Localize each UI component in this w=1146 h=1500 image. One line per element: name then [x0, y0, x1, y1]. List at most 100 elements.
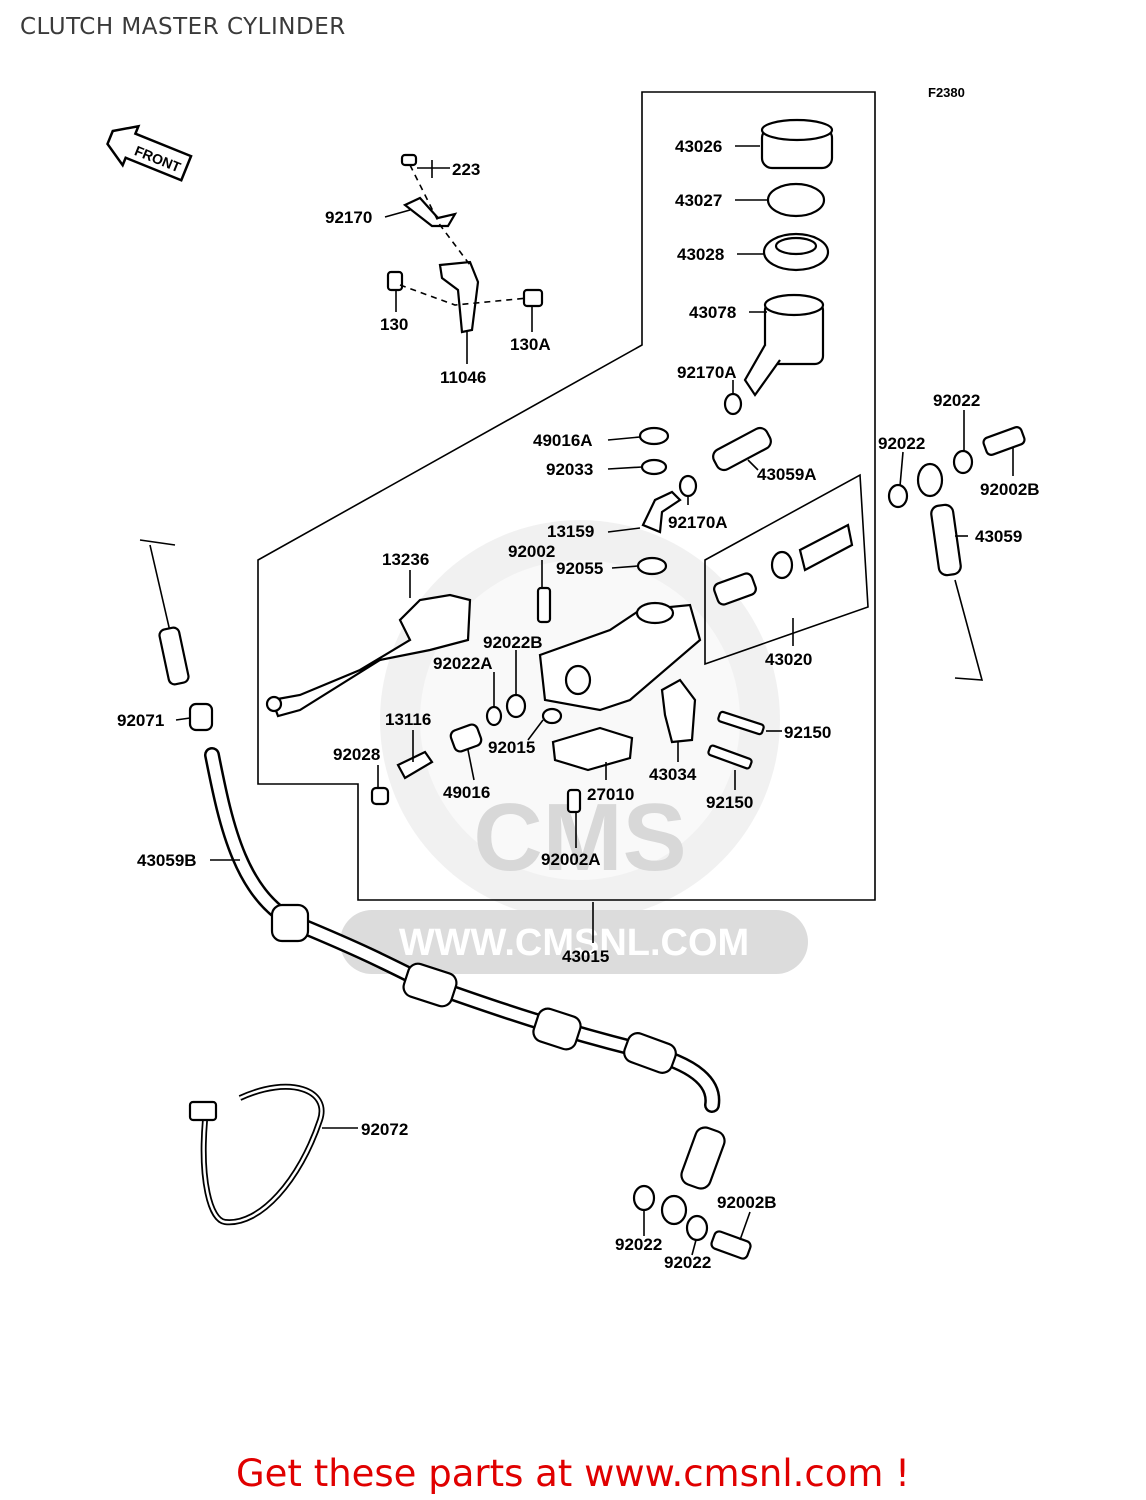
callout-92055: 92055 — [556, 559, 603, 578]
hose-continuation-left — [139, 539, 176, 546]
callout-43078: 43078 — [689, 303, 736, 322]
callout-labels: 43026 43027 43028 43078 92170A 49016A 92… — [117, 137, 1040, 1272]
pin-13116 — [396, 750, 434, 780]
callout-130: 130 — [380, 315, 408, 334]
screw-223 — [400, 153, 418, 167]
front-arrow-icon: FRONT — [106, 124, 193, 182]
reservoir-43078 — [743, 293, 825, 397]
callout-43027: 43027 — [675, 191, 722, 210]
fitting-upper-left — [158, 626, 190, 686]
ring-92033 — [640, 458, 668, 476]
callout-92033: 92033 — [546, 460, 593, 479]
callout-92002: 92002 — [508, 542, 555, 561]
bolt-130 — [386, 270, 404, 292]
washer-92022-right-1 — [952, 449, 974, 475]
callout-49016A: 49016A — [533, 431, 593, 450]
leader-lines — [175, 145, 1014, 1256]
lever-tip — [265, 695, 283, 713]
clamp-43034 — [660, 678, 697, 744]
hose-continuation-left-2 — [149, 544, 173, 641]
washer-92022-bottom-1 — [632, 1184, 656, 1212]
cap-92028 — [370, 786, 390, 806]
leader-dashed-bolts — [399, 284, 529, 306]
page-title: CLUTCH MASTER CYLINDER — [20, 14, 346, 40]
callout-92072: 92072 — [361, 1120, 408, 1139]
callout-13236: 13236 — [382, 550, 429, 569]
callout-43059: 43059 — [975, 527, 1022, 546]
bolt-92150-b — [707, 744, 753, 770]
callout-27010: 27010 — [587, 785, 634, 804]
piston-kit-43020 — [713, 523, 854, 606]
callout-43026: 43026 — [675, 137, 722, 156]
hose-clamp-92170A-mid — [678, 474, 698, 498]
diaphragm-43028 — [762, 232, 830, 272]
o-ring-92055 — [636, 556, 668, 576]
hose-continuation-right — [954, 579, 984, 681]
bolt-92002B-bottom — [710, 1230, 752, 1260]
callout-92002A: 92002A — [541, 850, 601, 869]
callout-43059A: 43059A — [757, 465, 817, 484]
assembly-outline-43015 — [257, 91, 876, 901]
hose-end-lower — [660, 1126, 726, 1226]
washer-92022B — [505, 693, 527, 719]
callout-13159: 13159 — [547, 522, 594, 541]
callout-92022B: 92022B — [483, 633, 543, 652]
callout-92022-right-1: 92022 — [933, 391, 980, 410]
cap-92071 — [188, 702, 214, 732]
callout-92150-b: 92150 — [706, 793, 753, 812]
master-cylinder-body — [538, 601, 702, 712]
callout-92022-right-2: 92022 — [878, 434, 925, 453]
bolt-92002B-right — [982, 426, 1026, 456]
callout-130A: 130A — [510, 335, 551, 354]
screw-92002A — [566, 788, 582, 814]
callout-92071: 92071 — [117, 711, 164, 730]
hose-clamp-92170A-top — [723, 392, 743, 416]
callout-43020: 43020 — [765, 650, 812, 669]
switch-27010 — [551, 726, 634, 772]
callout-92022-bottom-2: 92022 — [664, 1253, 711, 1272]
bolt-130A — [522, 288, 544, 308]
footer-cta-link[interactable]: Get these parts at www.cmsnl.com ! — [235, 1452, 910, 1495]
hose-43059A — [712, 426, 772, 472]
callout-49016: 49016 — [443, 783, 490, 802]
lever-13236 — [270, 593, 472, 718]
cap-49016A — [638, 426, 670, 446]
diaphragm-plate-43027 — [766, 182, 826, 218]
callout-92028: 92028 — [333, 745, 380, 764]
callout-223: 223 — [452, 160, 480, 179]
bolt-92150-a — [717, 710, 765, 736]
callout-13116: 13116 — [385, 710, 431, 729]
callout-43059B: 43059B — [137, 851, 197, 870]
watermark-url: WWW.CMSNL.COM — [399, 922, 749, 964]
figure-code: F2380 — [928, 85, 965, 100]
bolt-92002 — [536, 586, 552, 624]
callout-92022A: 92022A — [433, 654, 493, 673]
callout-92170: 92170 — [325, 208, 372, 227]
bracket-92170 — [402, 196, 458, 228]
callout-92150-a: 92150 — [784, 723, 831, 742]
callout-11046: 11046 — [440, 368, 486, 387]
bracket-11046 — [438, 260, 480, 334]
washer-92022-right-2 — [887, 483, 909, 509]
clamp-strap-92072 — [188, 1083, 325, 1226]
callout-43028: 43028 — [677, 245, 724, 264]
nut-92015 — [541, 707, 563, 725]
reservoir-cap-43026 — [760, 118, 834, 170]
washer-92022A — [485, 705, 503, 727]
callout-92170A-top: 92170A — [677, 363, 737, 382]
pivot-49016 — [449, 723, 483, 753]
callout-43034: 43034 — [649, 765, 697, 784]
callout-43015: 43015 — [562, 947, 609, 966]
washer-92022-bottom-2 — [685, 1214, 709, 1242]
hose-43059 — [916, 462, 962, 577]
callout-92002B-bottom: 92002B — [717, 1193, 777, 1212]
piston-kit-outline-43020 — [704, 473, 869, 666]
leader-dashed-bracket — [409, 164, 471, 266]
fitting-13159 — [641, 490, 682, 534]
callout-92022-bottom-1: 92022 — [615, 1235, 662, 1254]
callout-92015: 92015 — [488, 738, 535, 757]
hose-43059B — [204, 747, 721, 1113]
callout-92002B-right: 92002B — [980, 480, 1040, 499]
callout-92170A-mid: 92170A — [668, 513, 728, 532]
